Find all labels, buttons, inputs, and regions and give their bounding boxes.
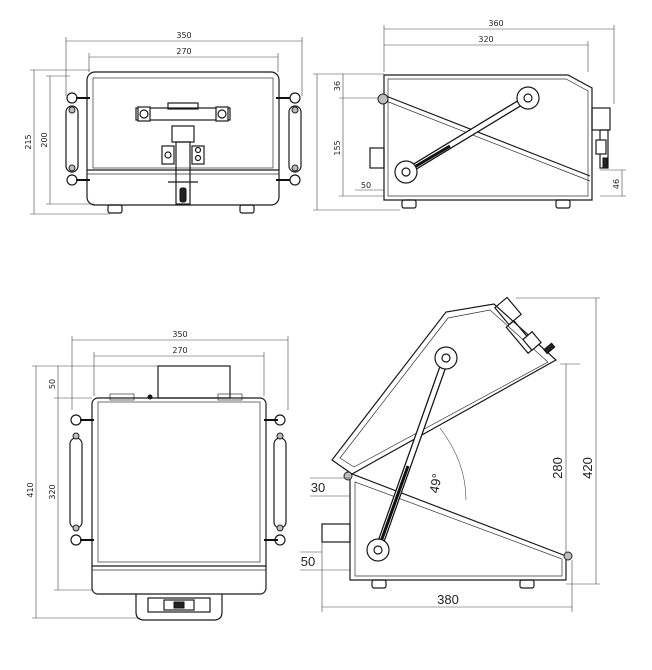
dim-label-open-base-offset: 50 [301,554,315,569]
dim-label-top-depth-outer: 410 [26,482,35,497]
dim-label-length-outer: 360 [488,19,503,28]
dim-label-height-inner: 200 [40,132,49,147]
side-body [383,74,593,201]
dim-label-top-width-inner: 270 [172,346,187,355]
dim-label-open-height-outer: 420 [580,457,595,479]
side-clamp [591,107,611,131]
open-base-body [349,473,567,581]
dim-label-height-outer: 215 [24,134,33,149]
front-clamp-column [175,141,191,205]
top-front-clamp [135,594,223,621]
open-lid [331,303,558,475]
front-clamp-head [171,125,195,143]
dim-label-length-inner: 320 [478,35,493,44]
dim-label-open-length: 380 [437,592,459,607]
side-foot-left [401,199,417,209]
dim-label-width-outer: 350 [176,31,191,40]
front-foot-left [107,204,123,214]
open-foot-right [519,579,535,589]
side-lid-line [385,95,591,177]
front-hinge-bar [135,107,231,121]
open-front-block [321,523,351,543]
side-view: 360 320 36 155 50 46 [313,19,626,211]
dim-label-hinge-offset: 30 [311,480,325,495]
side-gas-strut [394,86,540,184]
top-view: 350 270 410 50 320 [26,330,289,621]
open-lid-clamp [493,296,556,355]
open-gas-strut [366,346,458,562]
top-handle-left [69,414,94,546]
dim-label-rear-offset: 50 [48,379,57,389]
front-foot-right [239,204,255,214]
top-body [91,397,267,595]
dim-label-top-width-outer: 350 [172,330,187,339]
open-angle-label: 49° [426,472,444,494]
front-handle-left [65,92,90,186]
open-foot-left [371,579,387,589]
dim-label-base-offset: 50 [361,181,371,190]
dim-label-top-depth-inner: 320 [48,484,57,499]
dim-label-open-height-inner: 280 [550,457,565,479]
dim-label-right-offset: 46 [612,179,621,189]
open-angle-arc [439,427,467,501]
front-view: 350 270 215 200 [24,31,303,215]
side-foot-right [555,199,571,209]
dim-label-handle-height: 155 [333,140,342,155]
top-rear-box [157,365,231,399]
open-view: 49° 30 50 280 420 380 [300,296,600,612]
front-body [86,71,280,206]
top-handle-right [264,414,287,546]
front-handle-right [276,92,302,186]
dim-label-top-gap: 36 [333,81,342,91]
dim-label-width-inner: 270 [176,47,191,56]
